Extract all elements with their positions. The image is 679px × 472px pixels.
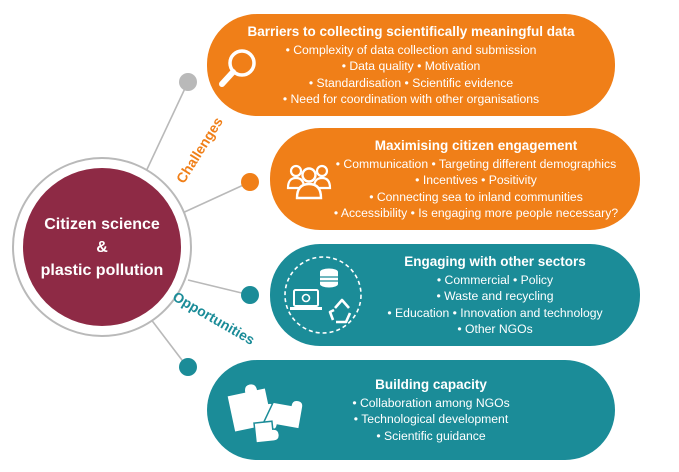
panel-bullet: • Communication • Targeting different de… xyxy=(335,156,617,171)
hub-title-line-2: & xyxy=(96,238,108,256)
panel-bullet: • Standardisation • Scientific evidence xyxy=(308,75,514,90)
panel-other-sectors: Engaging with other sectors • Commercial… xyxy=(270,244,640,346)
panel-citizen-engagement: Maximising citizen engagement • Communic… xyxy=(270,128,640,230)
connector-line-3 xyxy=(187,279,251,296)
panel-building-capacity: Building capacity • Collaboration among … xyxy=(207,360,615,460)
connector-line-1 xyxy=(141,81,189,181)
panel-barriers: Barriers to collecting scientifically me… xyxy=(207,14,615,116)
hub-circle: Citizen science & plastic pollution xyxy=(23,168,181,326)
panel-bullet: • Need for coordination with other organ… xyxy=(282,92,540,106)
panel-bullet: • Accessibility • Is engaging more peopl… xyxy=(333,206,619,220)
people-group-icon xyxy=(286,158,332,202)
panel-bullet: • Data quality • Motivation xyxy=(341,59,481,73)
connector-dot-4 xyxy=(179,358,197,376)
panel-title: Maximising citizen engagement xyxy=(374,137,578,153)
panel-title: Building capacity xyxy=(375,376,487,392)
panel-bullet: • Incentives • Positivity xyxy=(415,173,537,187)
panel-title: Engaging with other sectors xyxy=(404,253,586,269)
panel-title: Barriers to collecting scientifically me… xyxy=(247,23,575,39)
connector-line-2 xyxy=(177,181,251,216)
panel-bullet: • Collaboration among NGOs xyxy=(352,395,510,410)
magnifier-icon xyxy=(217,46,261,90)
panel-bullet: • Education • Innovation and technology xyxy=(387,305,603,320)
puzzle-icon xyxy=(225,378,305,444)
connector-dot-3 xyxy=(241,286,259,304)
panel-bullet: • Scientific guidance xyxy=(376,428,486,443)
panel-bullet: • Commercial • Policy xyxy=(436,272,554,287)
panel-bullet: • Connecting sea to inland communities xyxy=(369,189,583,204)
panel-bullet: • Technological development xyxy=(353,412,509,427)
hub-title-line-1: Citizen science xyxy=(44,215,160,233)
connector-dot-2 xyxy=(241,173,259,191)
connector-dot-1 xyxy=(179,73,197,91)
panel-bullet: • Complexity of data collection and subm… xyxy=(285,42,537,57)
hub-title-line-3: plastic pollution xyxy=(40,261,164,279)
panel-bullet: • Waste and recycling xyxy=(436,289,554,303)
sectors-icon xyxy=(280,252,366,338)
panel-bullet: • Other NGOs xyxy=(457,322,533,336)
